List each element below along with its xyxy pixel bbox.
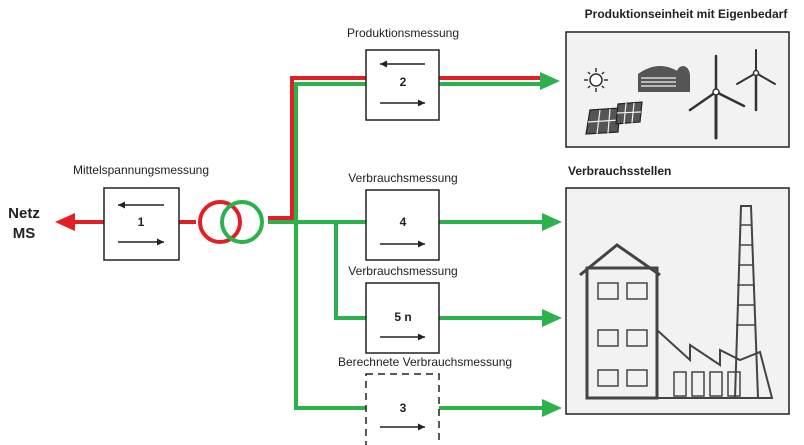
transformer-primary-coil <box>198 200 242 244</box>
arrow-4-head <box>542 213 562 231</box>
wind-turbine-icon <box>688 54 746 140</box>
chimney-icon <box>733 205 760 399</box>
meter-5n-box: 5 n <box>365 282 440 354</box>
green-line-5n <box>334 222 545 320</box>
transformer-secondary-coil <box>220 200 264 244</box>
solar-panel-icon <box>585 101 643 135</box>
arrow-5n-head <box>542 309 562 327</box>
meter-3-box: 3 <box>365 373 440 445</box>
meter-1-title: Mittelspannungsmessung <box>73 163 209 177</box>
meter-1-box: 1 <box>103 187 180 261</box>
meter-2-box: 2 <box>365 49 440 121</box>
consumption-points-title: Verbrauchsstellen <box>568 164 671 178</box>
house-icon <box>579 243 661 400</box>
wind-turbine-small-icon <box>736 49 776 112</box>
production-unit-panel <box>565 31 790 148</box>
meter-5n-number: 5 n <box>394 310 411 324</box>
grid-arrow-head <box>55 213 75 231</box>
meter-4-number: 4 <box>400 215 407 229</box>
meter-3-title: Berechnete Verbrauchsmessung <box>338 355 512 369</box>
meter-4-box: 4 <box>365 189 440 261</box>
factory-icon <box>656 329 774 399</box>
meter-3-number: 3 <box>400 401 407 415</box>
grid-label-line2: MS <box>13 225 36 242</box>
meter-2-title: Produktionsmessung <box>347 26 459 40</box>
grid-label-line1: Netz <box>8 205 40 222</box>
production-arrow-head <box>540 72 560 90</box>
arrow-3-head <box>542 399 562 417</box>
production-unit-title: Produktionseinheit mit Eigenbedarf <box>585 7 789 21</box>
meter-4-title: Verbrauchsmessung <box>348 171 457 185</box>
green-line-3 <box>294 222 545 410</box>
meter-2-number: 2 <box>400 75 407 89</box>
meter-5n-title: Verbrauchsmessung <box>348 264 457 278</box>
meter-1-number: 1 <box>138 215 145 229</box>
storage-building-icon <box>638 66 690 92</box>
sun-icon <box>584 68 608 92</box>
consumption-points-panel <box>565 187 790 415</box>
